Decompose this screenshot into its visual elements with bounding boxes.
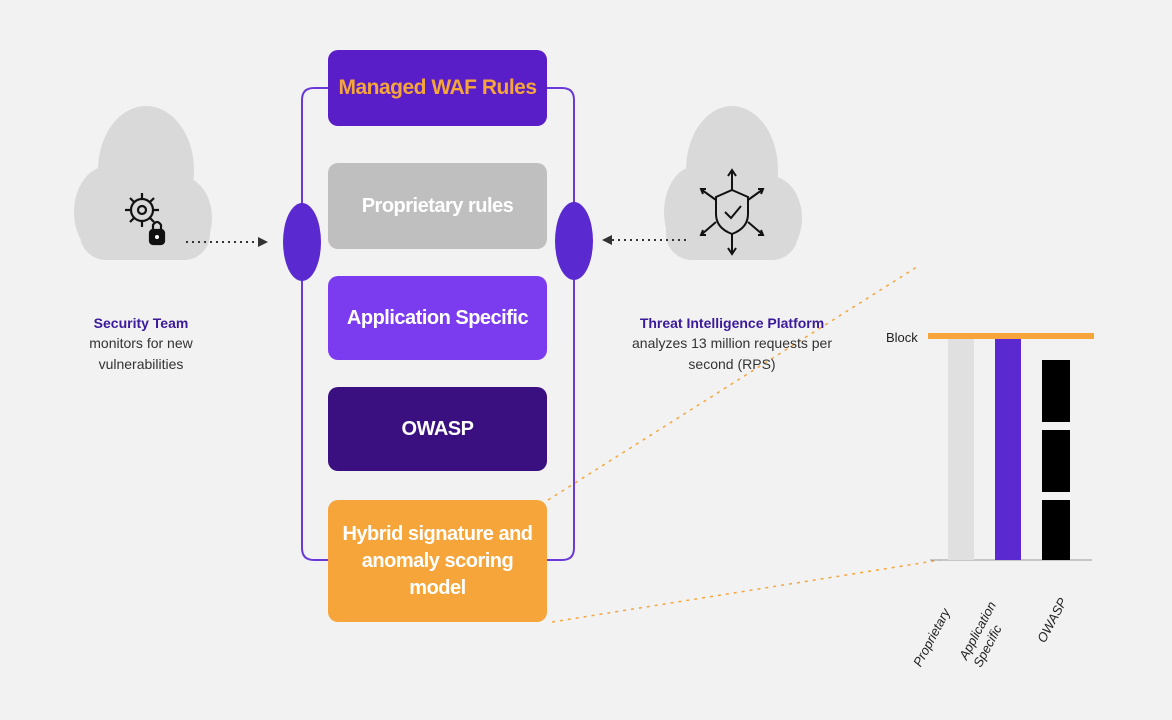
threat-platform-title: Threat Intelligence Platform: [639, 315, 825, 331]
chart: [928, 333, 1094, 561]
right-connector-node: [555, 202, 593, 280]
security-team-caption: Security Team monitors for new vulnerabi…: [66, 313, 216, 374]
right-bracket: [547, 87, 575, 561]
left-connector-node: [283, 203, 321, 281]
proprietary-rules-box: Proprietary rules: [328, 163, 547, 249]
owasp-label: OWASP: [401, 417, 474, 440]
bar-owasp-segment-2: [1042, 430, 1070, 492]
left-bracket: [301, 87, 328, 561]
bar-owasp-segment-3: [1042, 500, 1070, 560]
block-threshold-label: Block: [886, 330, 918, 345]
guide-line-top: [547, 264, 921, 501]
threat-arrow-head: [602, 235, 612, 245]
security-team-description: monitors for new vulnerabilities: [89, 335, 193, 372]
hybrid-model-label: Hybrid signature and anomaly scoring mod…: [342, 522, 533, 599]
bar-proprietary: [948, 338, 974, 560]
managed-waf-rules-box: Managed WAF Rules: [328, 50, 547, 126]
security-arrow-head: [258, 237, 268, 247]
proprietary-rules-label: Proprietary rules: [361, 194, 514, 217]
managed-waf-rules-title: Managed WAF Rules: [338, 75, 537, 99]
owasp-box: OWASP: [328, 387, 547, 471]
bar-owasp-segment-1: [1042, 360, 1070, 422]
threat-platform-description: analyzes 13 million requests per second …: [632, 335, 832, 372]
application-specific-label: Application Specific: [346, 306, 529, 329]
guide-line-bottom: [551, 559, 941, 623]
hybrid-model-box: Hybrid signature and anomaly scoring mod…: [328, 500, 547, 622]
network-shield-icon: [699, 168, 765, 256]
security-team-title: Security Team: [93, 315, 189, 331]
security-team-cloud: [74, 106, 212, 260]
application-specific-box: Application Specific: [328, 276, 547, 360]
gear-lock-icon: [125, 193, 166, 246]
bar-application-specific: [995, 338, 1021, 560]
threat-platform-caption: Threat Intelligence Platform analyzes 13…: [632, 313, 832, 374]
